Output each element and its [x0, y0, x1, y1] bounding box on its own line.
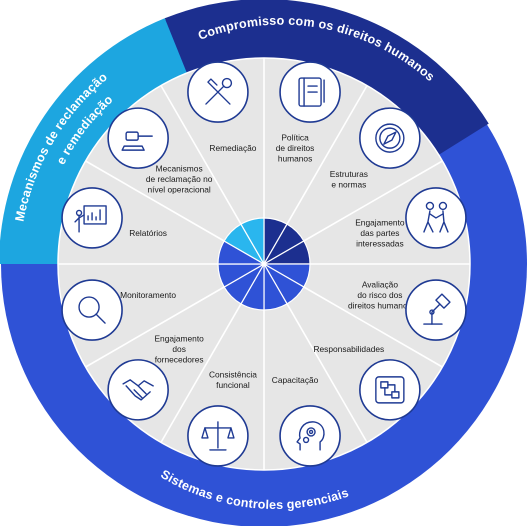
- segment-label-line: Estruturas: [330, 169, 368, 179]
- segment-label-line: de direitos: [276, 143, 315, 153]
- segment-label-line: humanos: [278, 153, 312, 163]
- flow-chart-icon: [359, 359, 421, 421]
- handshake-icon: [107, 359, 169, 421]
- segment-label-line: funcional: [216, 380, 250, 390]
- segment-label-line: Engajamento: [355, 218, 405, 228]
- segment-label-line: Consistência: [209, 370, 257, 380]
- segment-label-line: interessadas: [356, 238, 404, 248]
- segment-divider: [286, 303, 368, 443]
- segment-label: Remediação: [209, 143, 256, 153]
- segment-divider: [160, 85, 242, 225]
- segment-label-line: Mecanismos: [156, 164, 203, 174]
- icon-badge: [61, 279, 123, 341]
- segment-label: Capacitação: [272, 375, 319, 385]
- center-slice: [240, 217, 265, 267]
- segment-label-line: Política: [281, 133, 309, 143]
- icon-badge: [359, 359, 421, 421]
- scales-icon: [187, 405, 249, 467]
- segment-label-line: Engajamento: [154, 333, 204, 343]
- gavel-icon: [107, 107, 169, 169]
- icon-badge: [107, 359, 169, 421]
- segment-label-line: Relatórios: [129, 228, 167, 238]
- tools-icon: [187, 61, 249, 123]
- lamp-icon: [405, 279, 467, 341]
- icon-badge: [359, 107, 421, 169]
- segment-divider: [303, 160, 443, 242]
- segment-divider: [85, 286, 225, 368]
- people-walking-icon: [405, 187, 467, 249]
- presentation-chart-icon: [61, 187, 123, 249]
- segment-label-line: Capacitação: [272, 375, 319, 385]
- segment-label-line: e normas: [331, 179, 366, 189]
- segment-label-line: dos: [172, 344, 186, 354]
- segment-label-line: Avaliação: [362, 280, 399, 290]
- segment-label-line: Responsabilidades: [313, 344, 384, 354]
- head-gears-icon: [279, 405, 341, 467]
- segment-divider: [160, 303, 242, 443]
- magnifier-icon: [61, 279, 123, 341]
- notebook-icon: [279, 61, 341, 123]
- segment-label-line: fornecedores: [155, 354, 204, 364]
- segment-icons: [61, 61, 467, 467]
- icon-badge: [405, 279, 467, 341]
- segment-label-line: Remediação: [209, 143, 256, 153]
- segment-divider: [85, 160, 225, 242]
- segment-label-line: das partes: [360, 228, 399, 238]
- segment-label-line: nível operacional: [147, 185, 210, 195]
- segment-divider: [286, 85, 368, 225]
- segment-divider: [303, 286, 443, 368]
- segment-label-line: de reclamação no: [146, 174, 213, 184]
- compass-icon: [359, 107, 421, 169]
- segment-label: Responsabilidades: [313, 344, 384, 354]
- segment-label-line: do risco dos: [357, 290, 402, 300]
- segment-label-line: Monitoramento: [120, 290, 176, 300]
- segment-label: Relatórios: [129, 228, 167, 238]
- segment-label: Monitoramento: [120, 290, 176, 300]
- inner-wheel: [57, 57, 471, 471]
- segment-label-line: direitos humanos: [348, 300, 412, 310]
